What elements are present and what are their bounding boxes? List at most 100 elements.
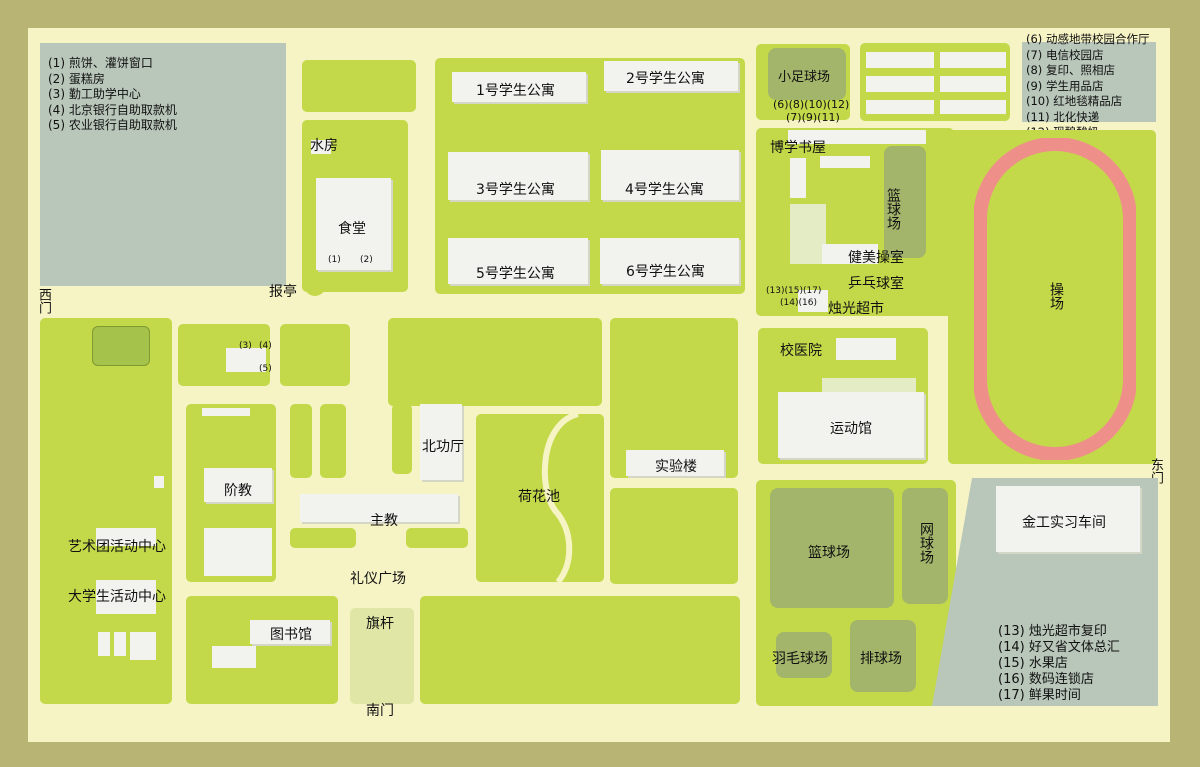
workshop-building [996,486,1140,552]
marker-1: (1) [328,255,341,265]
student-center-label: 大学生活动中心 [68,589,166,605]
dorm1-label: 1号学生公寓 [476,83,555,99]
dorm2-label: 2号学生公寓 [626,71,705,87]
supermarket-label: 烛光超市 [828,301,884,317]
small-building [202,408,250,416]
grass-south-block [420,596,740,704]
lecture-hall-label: 阶教 [224,483,252,499]
small-building [114,632,126,656]
plaza-label: 礼仪广场 [350,571,406,587]
shop-markers-row4: (14)(16) [780,298,817,308]
west-field [92,326,150,366]
legend-item: (10) 红地毯精品店 [1026,94,1123,108]
marker-3: (3) [239,341,252,351]
main-building [300,494,458,522]
shop-building [940,76,1006,92]
dorm6-building [600,238,739,284]
badminton-court [776,632,832,678]
dorm4-building [601,150,739,200]
gym-room-building [822,244,878,264]
basketball-south-label: 篮球场 [808,545,850,561]
football-field [768,48,846,100]
water-room-label: 水房 [310,138,338,154]
west-gate-label: 西门 [36,288,51,314]
south-gate-label: 南门 [366,703,394,719]
legend-item: (2) 蛋糕房 [48,71,105,86]
legend-item: (6) 动感地带校园合作厅 [1026,32,1150,46]
grass-strip [320,404,346,478]
bookstore-building [862,130,926,144]
lotus-pond-grass [476,414,604,582]
legend-top-right: (6) 动感地带校园合作厅 (7) 电信校园店 (8) 复印、照相店 (9) 学… [1026,32,1149,141]
marker-2: (2) [360,255,373,265]
lotus-path [541,414,580,582]
shop-building [866,52,934,68]
dorm2-building [604,61,738,91]
grass-patch [302,60,416,112]
shop-building [866,76,934,92]
service-building [226,348,266,372]
grass-strip [406,528,468,548]
beigong-label: 北功厅 [422,439,464,455]
annex-building [790,158,806,198]
lotus-pond-label: 荷花池 [518,489,560,505]
water-room-building [311,140,331,154]
beigong-building [420,404,462,480]
dorm4-label: 4号学生公寓 [625,182,704,198]
small-building [98,632,110,656]
legend-item: (3) 勤工助学中心 [48,87,141,101]
legend-item: (8) 复印、照相店 [1026,63,1115,77]
dorm3-building [448,152,588,200]
flagpole-label: 旗杆 [366,616,394,632]
dorm6-label: 6号学生公寓 [626,264,705,280]
legend-item: (17) 鲜果时间 [998,688,1081,703]
badminton-label: 羽毛球场 [772,651,828,667]
playground-label: 操场 [1048,282,1064,310]
arts-center-building [96,528,156,546]
basketball-north-label: 篮球场 [885,188,901,230]
basketball-court-south [770,488,894,608]
lab-building [626,450,724,476]
student-center-building [96,580,156,614]
legend-item: (14) 好又省文体总汇 [998,640,1120,655]
dorm5-label: 5号学生公寓 [476,266,555,282]
marker-5: (5) [259,364,272,374]
grass-patch [388,318,602,406]
campus-map: (1) 煎饼、灌饼窗口 (2) 蛋糕房 (3) 勤工助学中心 (4) 北京银行自… [28,28,1170,742]
legend-item: (11) 北化快递 [1026,109,1100,124]
legend-item: (1) 煎饼、灌饼窗口 [48,56,153,70]
grass-strip [290,528,356,548]
tennis-label: 网球场 [918,522,934,564]
volleyball-label: 排球场 [860,651,902,667]
library-annex-building [212,646,256,668]
clinic-building [836,338,896,360]
gray-zone-northeast [1022,42,1156,122]
marker-4: (4) [259,341,272,351]
grass-strip [392,404,412,474]
dorm5-building [448,238,588,284]
running-track [974,138,1136,460]
legend-item: (13) 烛光超市复印 [998,624,1107,639]
grass-patch [610,488,738,584]
newsstand-label: 报亭 [269,284,297,300]
shop-building [940,52,1006,68]
newsstand-circle [304,274,326,296]
tennis-court [902,488,948,604]
supermarket-building [798,290,828,312]
shop-building [940,100,1006,114]
grass-patch [280,324,350,386]
workshop-label: 金工实习车间 [1022,515,1106,531]
library-label: 图书馆 [270,627,312,643]
legend-item: (4) 北京银行自助取款机 [48,102,177,117]
lecture-annex-building [204,528,272,576]
legend-item: (16) 数码连锁店 [998,672,1094,687]
volleyball-court [850,620,916,692]
canteen-building [316,178,391,270]
legend-bottom-right: (13) 烛光超市复印 (14) 好又省文体总汇 (15) 水果店 (16) 数… [998,624,1120,704]
shop-building [866,100,934,114]
shop-markers-row1: (6)(8)(10)(12) [773,98,850,111]
dorm1-building [452,72,586,102]
annex-building [820,156,870,168]
gym-room-label: 健美操室 [848,250,904,266]
sports-hall-building [778,392,924,458]
